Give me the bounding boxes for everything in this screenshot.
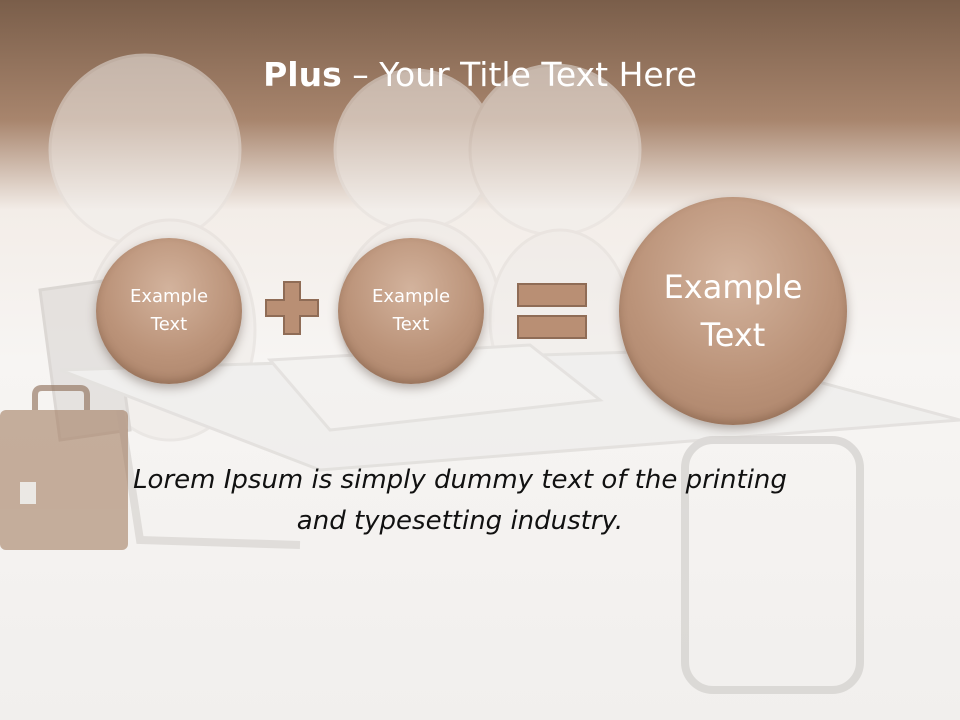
body-text-line2: and typesetting industry. bbox=[296, 506, 624, 536]
circle-text-line1: Example bbox=[371, 286, 451, 307]
equals-icon bbox=[517, 283, 587, 339]
example-circle-1: Example Text bbox=[96, 238, 242, 384]
circle-text-line2: Text bbox=[700, 316, 766, 354]
plus-icon bbox=[265, 281, 319, 335]
body-text-line1: Lorem Ipsum is simply dummy text of the … bbox=[133, 465, 787, 495]
circle-text: Example Text bbox=[664, 263, 803, 359]
circle-text-line1: Example bbox=[129, 286, 209, 307]
example-circle-2: Example Text bbox=[338, 238, 484, 384]
circle-text-line2: Text bbox=[150, 314, 188, 335]
circle-text-line2: Text bbox=[392, 314, 430, 335]
example-circle-result: Example Text bbox=[619, 197, 847, 425]
circle-text-line1: Example bbox=[663, 268, 803, 306]
circle-text: Example Text bbox=[130, 283, 208, 339]
body-text: Lorem Ipsum is simply dummy text of the … bbox=[110, 460, 810, 542]
circle-text: Example Text bbox=[372, 283, 450, 339]
title-bold: Plus bbox=[263, 55, 342, 94]
title-rest: – Your Title Text Here bbox=[341, 55, 697, 94]
slide-title: Plus – Your Title Text Here bbox=[0, 52, 960, 98]
